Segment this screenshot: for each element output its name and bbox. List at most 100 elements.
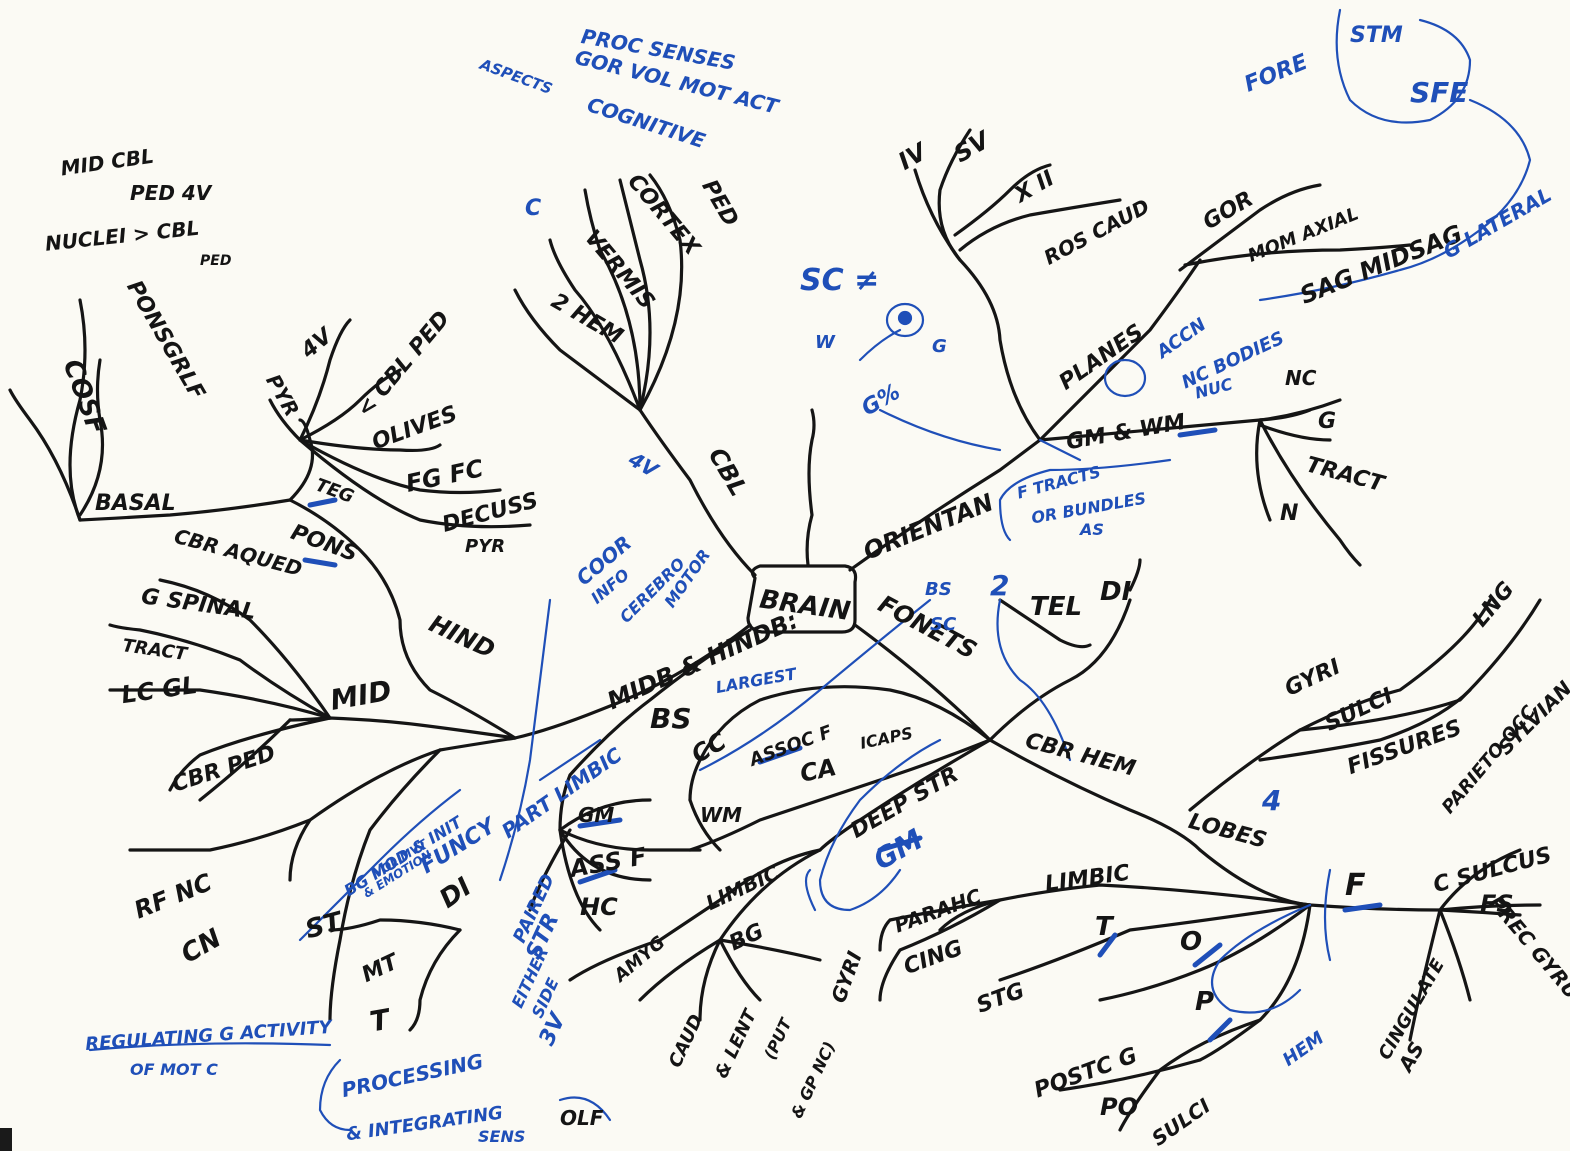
svg-text:STG: STG	[973, 978, 1028, 1018]
svg-text:GM: GM	[578, 803, 614, 827]
svg-text:DECUSS: DECUSS	[440, 488, 541, 538]
svg-text:4V: 4V	[624, 446, 664, 483]
svg-text:F: F	[1345, 868, 1366, 903]
svg-text:FS: FS	[1480, 890, 1514, 918]
svg-text:AMYG: AMYG	[609, 932, 670, 988]
svg-text:DI: DI	[434, 872, 477, 915]
svg-text:2 HEM: 2 HEM	[547, 289, 627, 350]
svg-text:TEL: TEL	[1030, 592, 1082, 622]
svg-text:CBR PED: CBR PED	[169, 741, 278, 798]
svg-text:2: 2	[990, 569, 1009, 602]
svg-text:CING: CING	[900, 936, 966, 980]
svg-text:ASS F: ASS F	[566, 842, 649, 883]
svg-text:GOR: GOR	[1199, 187, 1258, 236]
svg-text:SULCI: SULCI	[1321, 684, 1397, 737]
svg-text:4: 4	[1261, 784, 1281, 817]
svg-text:COSF: COSF	[57, 355, 112, 438]
svg-text:CC: CC	[687, 727, 732, 769]
svg-text:HC: HC	[580, 893, 618, 921]
svg-text:OLF: OLF	[560, 1106, 604, 1130]
svg-text:O: O	[1180, 927, 1202, 957]
svg-text:STM: STM	[1350, 23, 1403, 48]
svg-text:CAUD: CAUD	[665, 1011, 708, 1071]
svg-text:LIMBIC: LIMBIC	[1043, 861, 1131, 898]
svg-text:LIMBIC: LIMBIC	[702, 860, 783, 915]
svg-text:GYRI: GYRI	[826, 947, 867, 1005]
svg-text:PED: PED	[696, 176, 742, 231]
svg-text:OF MOT C: OF MOT C	[130, 1060, 218, 1079]
svg-text:P: P	[1195, 987, 1214, 1017]
svg-text:SULCI: SULCI	[1147, 1093, 1215, 1151]
svg-text:PREC GYRUS: PREC GYRUS	[1484, 891, 1570, 1015]
svg-text:SC ≠: SC ≠	[800, 263, 879, 298]
svg-text:BASAL: BASAL	[95, 491, 176, 516]
svg-text:AS: AS	[1078, 520, 1104, 539]
svg-text:X II: X II	[1009, 166, 1059, 209]
svg-text:SFE: SFE	[1410, 76, 1468, 109]
svg-text:FISSURES: FISSURES	[1344, 715, 1465, 779]
black-branches	[8, 128, 1542, 1132]
svg-text:PED 4V: PED 4V	[130, 181, 213, 205]
svg-text:G%: G%	[858, 380, 905, 422]
svg-text:RF NC: RF NC	[130, 868, 216, 924]
svg-text:MT: MT	[358, 949, 404, 988]
svg-text:PONSGRLF: PONSGRLF	[121, 276, 209, 404]
svg-text:MOM AXIAL: MOM AXIAL	[1245, 203, 1362, 266]
svg-text:F TRACTS: F TRACTS	[1015, 462, 1103, 503]
svg-text:LC GL: LC GL	[120, 671, 199, 709]
brain-box	[746, 564, 858, 634]
svg-text:PARAHC: PARAHC	[891, 884, 985, 938]
svg-text:GYRI: GYRI	[1281, 654, 1344, 701]
svg-text:ROS CAUD: ROS CAUD	[1040, 194, 1154, 270]
svg-text:NUCLEI > CBL: NUCLEI > CBL	[44, 216, 201, 256]
svg-text:WM: WM	[700, 803, 742, 827]
svg-text:C: C	[525, 196, 541, 221]
svg-text:DI: DI	[1100, 577, 1132, 607]
svg-text:PROCESSING: PROCESSING	[339, 1049, 485, 1102]
svg-text:CBR AQUED: CBR AQUED	[172, 524, 305, 581]
svg-text:NC: NC	[1285, 366, 1317, 390]
svg-text:G: G	[1318, 409, 1336, 434]
svg-text:T: T	[1095, 912, 1115, 942]
svg-text:CN: CN	[176, 923, 227, 970]
svg-text:IV: IV	[894, 136, 934, 175]
svg-text:CA: CA	[798, 753, 839, 788]
blue-annotations	[88, 8, 1532, 1132]
svg-text:COGNITIVE: COGNITIVE	[584, 92, 708, 153]
svg-text:(PUT: (PUT	[760, 1015, 796, 1063]
svg-text:SV: SV	[949, 125, 996, 168]
svg-text:MID: MID	[328, 674, 394, 717]
branch-cbl: CBL	[703, 443, 753, 501]
svg-text:HIND: HIND	[425, 609, 499, 664]
svg-text:G: G	[932, 336, 947, 357]
svg-text:PED: PED	[200, 253, 231, 269]
svg-text:VERMIS: VERMIS	[579, 226, 659, 315]
svg-text:SENS: SENS	[478, 1127, 525, 1146]
svg-text:BS: BS	[925, 579, 952, 600]
svg-text:& GP NC): & GP NC)	[787, 1039, 839, 1122]
svg-text:OLIVES: OLIVES	[369, 401, 461, 455]
branch-orientan: ORIENTAN	[859, 488, 997, 565]
svg-text:ACCN: ACCN	[1151, 314, 1210, 364]
svg-text:TRACT: TRACT	[1303, 452, 1388, 497]
svg-text:4V: 4V	[296, 322, 339, 364]
svg-text:FORE: FORE	[1241, 50, 1311, 98]
svg-text:CORTEX: CORTEX	[622, 169, 705, 261]
svg-text:REGULATING G ACTIVITY: REGULATING G ACTIVITY	[85, 1017, 335, 1055]
svg-text:CBR HEM: CBR HEM	[1023, 728, 1139, 781]
svg-text:ICAPS: ICAPS	[858, 723, 914, 753]
svg-text:ASPECTS: ASPECTS	[477, 55, 555, 98]
svg-text:PYR: PYR	[261, 370, 304, 421]
svg-text:GM & WM: GM & WM	[1064, 410, 1187, 456]
svg-text:& LENT: & LENT	[711, 1005, 762, 1082]
svg-text:SC: SC	[930, 614, 957, 635]
svg-text:T: T	[367, 1002, 393, 1038]
svg-text:HEM: HEM	[1279, 1028, 1328, 1071]
svg-text:N: N	[1280, 501, 1298, 526]
svg-text:PYR: PYR	[465, 536, 505, 557]
svg-text:MID CBL: MID CBL	[59, 144, 155, 181]
svg-text:PLANES: PLANES	[1055, 320, 1148, 396]
labels: BRAIN CBL ORIENTAN MIDB & HINDB: FONETS …	[44, 23, 1570, 1151]
